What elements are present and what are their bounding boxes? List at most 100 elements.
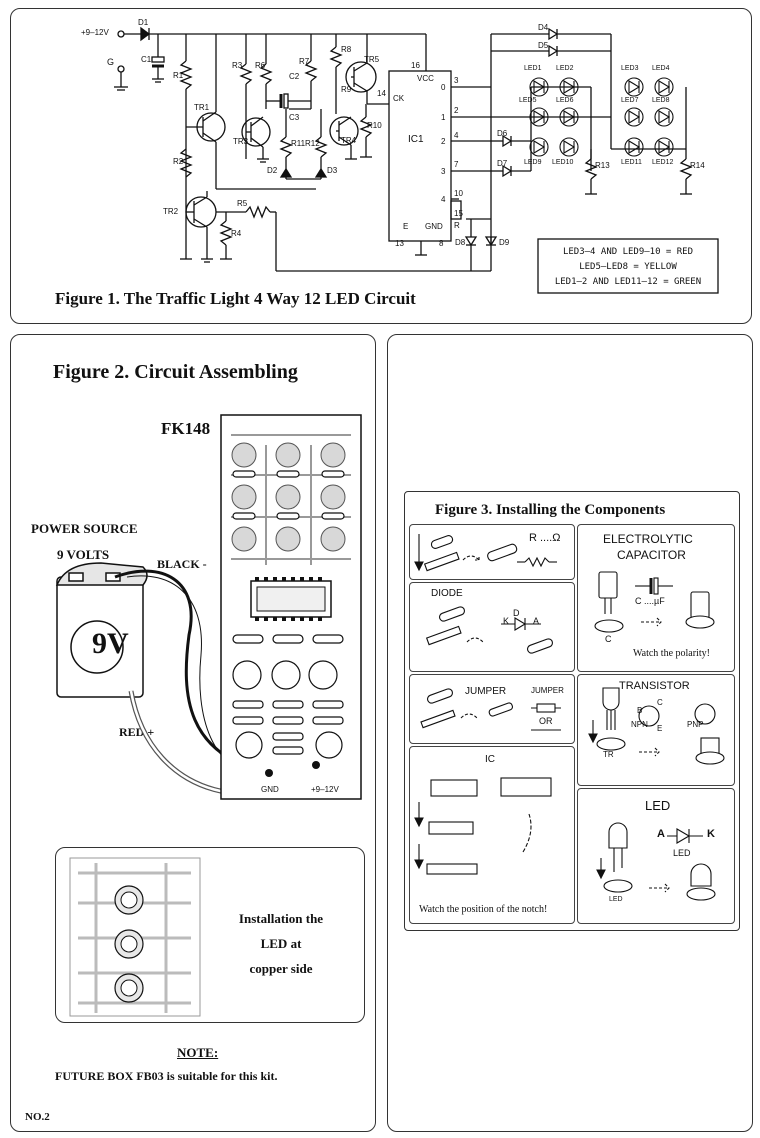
led-label: LED <box>645 798 671 813</box>
jumper-label: JUMPER <box>465 686 507 697</box>
ic1-label: IC1 <box>408 134 424 145</box>
volts-label: 9 VOLTS <box>57 547 110 562</box>
inset-caption: Installation the LED at copper side <box>206 906 356 981</box>
resistor-cell <box>409 524 575 580</box>
diode-cell <box>409 582 575 672</box>
led11-label: LED11 <box>621 159 642 166</box>
notch-note: Watch the position of the notch! <box>419 904 548 915</box>
pin-16: 16 <box>411 61 420 70</box>
r3-label: R3 <box>232 61 243 70</box>
led-cell <box>577 788 735 924</box>
jumper-cell <box>409 674 575 744</box>
r5-label: R5 <box>237 199 248 208</box>
figure-3-outer-panel: Figure 3. Installing the Components <box>387 334 753 1132</box>
led6-label: LED6 <box>556 97 574 104</box>
pin-2: 2 <box>454 106 459 115</box>
tr1-label: TR1 <box>194 103 210 112</box>
d1-label: D1 <box>138 18 149 27</box>
c2-label: C2 <box>289 72 300 81</box>
r10-label: R10 <box>367 121 382 130</box>
legend-line-green: LED1–2 AND LED11–12 = GREEN <box>554 277 702 287</box>
board-name: FK148 <box>161 419 211 438</box>
d8-label: D8 <box>455 238 466 247</box>
ic-label: IC <box>485 754 495 765</box>
tr2-label: TR2 <box>163 207 179 216</box>
figure-2-title: Figure 2. Circuit Assembling <box>53 361 298 383</box>
figure-1-panel: +9–12V D1 G C1 R1 TR1 R2 TR2 R5 R4 R3 R6… <box>10 8 752 324</box>
gnd-label: GND <box>425 222 443 231</box>
r12-label: R12 <box>305 139 320 148</box>
npn-e-label: E <box>657 724 663 733</box>
d6-label: D6 <box>497 129 508 138</box>
capacitor-label: CAPACITOR <box>617 548 686 562</box>
r-pin-label: R <box>454 221 460 230</box>
d3-label: D3 <box>327 166 338 175</box>
resistor-label: R ....Ω <box>529 532 561 544</box>
cap-value-label: C ....µF <box>635 596 665 606</box>
inset-line-3: copper side <box>249 961 313 976</box>
electrolytic-cell <box>577 524 735 672</box>
tr4-label: TR4 <box>341 136 357 145</box>
figure-3-panel: Figure 3. Installing the Components <box>404 491 740 931</box>
r4-label: R4 <box>231 229 242 238</box>
assembly-drawing <box>55 414 362 800</box>
c3-label: C3 <box>289 113 300 122</box>
npn-c-label: C <box>657 698 663 707</box>
tr5-label: TR5 <box>364 55 380 64</box>
led-a-label: A <box>657 828 665 840</box>
electrolytic-label: ELECTROLYTIC <box>603 532 693 546</box>
pin-4: 4 <box>454 131 459 140</box>
led-copper-side-drawing <box>69 857 201 1017</box>
pin-7: 7 <box>454 160 459 169</box>
r7-label: R7 <box>299 57 310 66</box>
jumper-or-label: OR <box>539 716 553 726</box>
supply-label: +9–12V <box>81 28 109 37</box>
tr-label: TR <box>603 750 614 759</box>
led-symbol-caption: LED <box>673 848 691 858</box>
pin-10: 10 <box>454 189 463 198</box>
d7-label: D7 <box>497 159 508 168</box>
legend-line-red: LED3–4 AND LED9–10 = RED <box>562 247 694 257</box>
led7-label: LED7 <box>621 97 639 104</box>
led9-label: LED9 <box>524 159 542 166</box>
polarity-note: Watch the polarity! <box>633 648 710 659</box>
d9-label: D9 <box>499 238 510 247</box>
circuit-schematic <box>114 26 719 294</box>
led1-label: LED1 <box>524 65 542 72</box>
r11-label: R11 <box>291 139 306 148</box>
note-text: FUTURE BOX FB03 is suitable for this kit… <box>55 1069 278 1083</box>
pin-14: 14 <box>377 89 386 98</box>
note-title: NOTE: <box>177 1045 219 1060</box>
diode-symbol-d: D <box>513 608 520 618</box>
led5-label: LED5 <box>519 97 537 104</box>
led-installation-inset: Installation the LED at copper side <box>55 847 365 1023</box>
led3-label: LED3 <box>621 65 639 72</box>
pin-8: 8 <box>439 239 444 248</box>
pin-13: 13 <box>395 239 404 248</box>
d5-label: D5 <box>538 41 549 50</box>
d4-label: D4 <box>538 23 549 32</box>
led-k-label: K <box>707 828 715 840</box>
jumper-symbol-label: JUMPER <box>531 686 564 695</box>
figure-2-panel: Figure 2. Circuit Assembling FK148 POWER… <box>10 334 376 1132</box>
r9-label: R9 <box>341 85 352 94</box>
figure-1-title: Figure 1. The Traffic Light 4 Way 12 LED… <box>55 289 416 308</box>
r8-label: R8 <box>341 45 352 54</box>
led12-label: LED12 <box>652 159 674 166</box>
r1-label: R1 <box>173 71 184 80</box>
inset-line-1: Installation the <box>238 911 324 926</box>
diode-label: DIODE <box>431 588 463 599</box>
battery-label: 9V <box>92 627 129 660</box>
npn-b-label: B <box>637 706 643 715</box>
led-color-legend: LED3–4 AND LED9–10 = RED LED5–LED8 = YEL… <box>542 245 714 290</box>
ic-cell <box>409 746 575 924</box>
black-wire-label: BLACK - <box>157 557 207 571</box>
ck-label: CK <box>393 94 405 103</box>
power-source-label: POWER SOURCE <box>31 521 138 536</box>
led2-label: LED2 <box>556 65 574 72</box>
e-label: E <box>403 222 409 231</box>
inset-line-2: LED at <box>260 936 302 951</box>
led10-label: LED10 <box>552 159 574 166</box>
diode-symbol-k: K <box>503 616 510 626</box>
diode-symbol-a: A <box>533 616 540 626</box>
